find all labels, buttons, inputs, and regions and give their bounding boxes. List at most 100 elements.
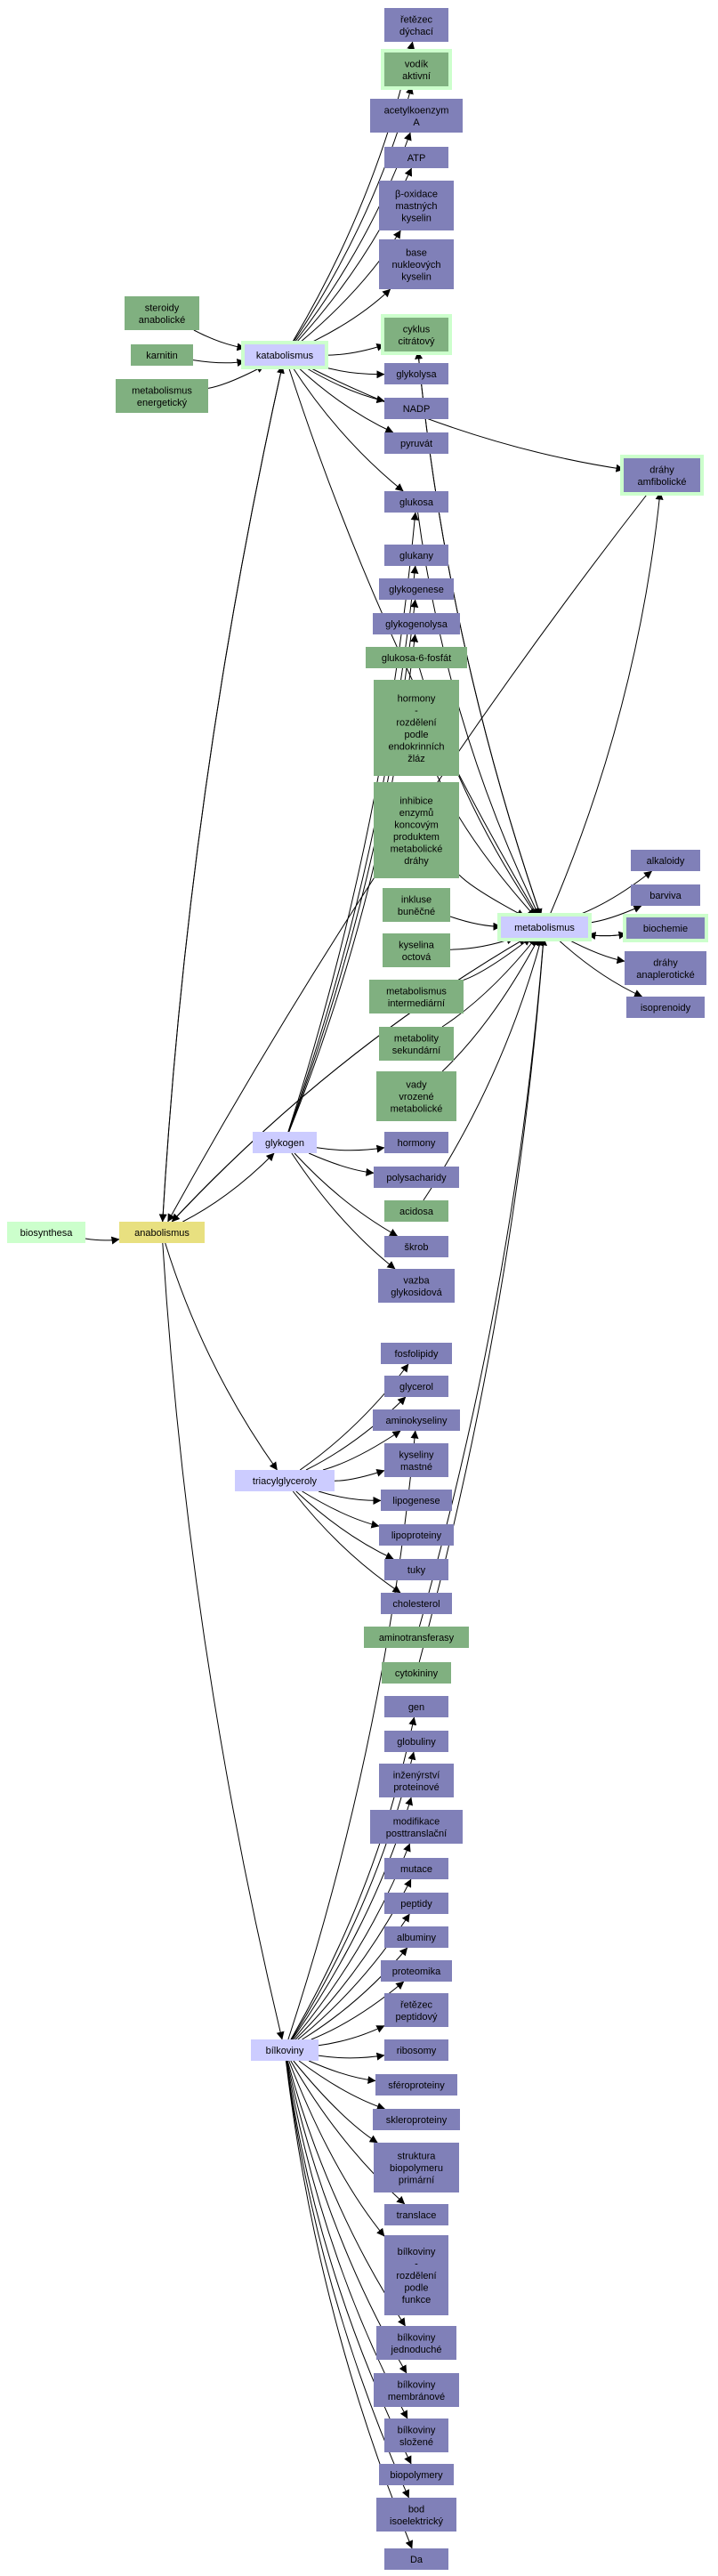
edge-bilkoviny-to-ribosomy — [318, 2052, 385, 2061]
node-isoprenoidy[interactable]: isoprenoidy — [626, 997, 705, 1018]
node-proteomika[interactable]: proteomika — [381, 1960, 452, 1982]
node-label-line: glykogenolysa — [385, 619, 448, 630]
node-label: cytokininy — [395, 1668, 439, 1679]
node-label-line: podle — [405, 2283, 429, 2294]
node-aminokyseliny[interactable]: aminokyseliny — [373, 1409, 460, 1431]
node-box — [373, 613, 460, 634]
node-triacylglyceroly[interactable]: triacylglyceroly — [235, 1470, 335, 1491]
node-cytokininy[interactable]: cytokininy — [382, 1662, 451, 1684]
node-glykogenolysa[interactable]: glykogenolysa — [373, 613, 460, 634]
node-fosfolipidy[interactable]: fosfolipidy — [381, 1343, 452, 1364]
node-mutace[interactable]: mutace — [384, 1858, 448, 1879]
node-aminotransferasy[interactable]: aminotransferasy — [364, 1627, 469, 1648]
node-hormony[interactable]: hormony — [384, 1132, 448, 1153]
node-peptidy[interactable]: peptidy — [384, 1893, 448, 1914]
node-label-line: řetězec — [400, 14, 433, 25]
node-glykogenese[interactable]: glykogenese — [379, 578, 454, 600]
node-nadp[interactable]: NADP — [384, 398, 448, 419]
node-label-line: glykolysa — [396, 369, 437, 380]
edge-glykogen-to-skrob — [294, 1152, 398, 1237]
node-label: karnitin — [146, 351, 177, 361]
node-biosynthesa[interactable]: biosynthesa — [7, 1222, 85, 1243]
node-glukany[interactable]: glukany — [384, 545, 448, 566]
node-glukosa[interactable]: glukosa — [384, 491, 448, 513]
node-alkaloidy[interactable]: alkaloidy — [631, 850, 700, 871]
node-bilkoviny[interactable]: bílkoviny — [251, 2039, 319, 2061]
node-label-line: acidosa — [399, 1207, 434, 1217]
node-box — [376, 2498, 456, 2532]
node-da[interactable]: Da — [384, 2548, 448, 2570]
node-glykolysa[interactable]: glykolysa — [384, 363, 448, 384]
node-acidosa[interactable]: acidosa — [384, 1200, 448, 1222]
edge-vady-vrozene-to-metabolismus — [441, 937, 540, 1072]
node-glycerol[interactable]: glycerol — [384, 1376, 448, 1397]
node-label-line: složené — [399, 2437, 433, 2448]
node-atp[interactable]: ATP — [384, 147, 448, 168]
node-box — [374, 2373, 459, 2407]
node-cholesterol[interactable]: cholesterol — [381, 1593, 452, 1614]
node-label-line: buněčné — [398, 907, 435, 917]
node-label-line: endokrinních — [389, 741, 445, 752]
node-tuky[interactable]: tuky — [384, 1559, 448, 1580]
node-ribosomy[interactable]: ribosomy — [384, 2039, 448, 2061]
node-box — [626, 917, 705, 939]
node-label-line: cholesterol — [392, 1599, 440, 1610]
node-skrob[interactable]: škrob — [384, 1236, 448, 1257]
node-lipoproteiny[interactable]: lipoproteiny — [379, 1524, 454, 1546]
node-label-line: peptidový — [395, 2012, 438, 2023]
node-gen[interactable]: gen — [384, 1696, 448, 1717]
node-label-line: metabolismus — [386, 986, 447, 997]
node-box — [119, 1222, 205, 1243]
node-biochemie[interactable]: biochemie — [623, 914, 708, 942]
node-glukosa-6-fosfat[interactable]: glukosa-6-fosfát — [366, 647, 467, 668]
node-katabolismus[interactable]: katabolismus — [241, 341, 328, 369]
node-lipogenese[interactable]: lipogenese — [381, 1490, 452, 1511]
node-label: gen — [408, 1702, 424, 1713]
node-translace[interactable]: translace — [384, 2204, 448, 2225]
node-label-line: škrob — [405, 1242, 429, 1253]
node-globuliny[interactable]: globuliny — [384, 1731, 448, 1752]
node-glykogen[interactable]: glykogen — [253, 1132, 317, 1153]
node-biopolymery[interactable]: biopolymery — [379, 2464, 454, 2485]
node-skleroproteiny[interactable]: skleroproteiny — [373, 2109, 460, 2130]
node-metabolismus[interactable]: metabolismus — [497, 913, 592, 941]
node-box — [626, 997, 705, 1018]
node-pyruvat[interactable]: pyruvát — [384, 432, 448, 454]
node-karnitin[interactable]: karnitin — [131, 344, 193, 366]
node-barviva[interactable]: barviva — [631, 884, 700, 906]
node-label-line: vazba — [403, 1275, 430, 1286]
node-polysacharidy[interactable]: polysacharidy — [374, 1167, 459, 1188]
node-albuminy[interactable]: albuminy — [384, 1926, 448, 1948]
node-anabolismus[interactable]: anabolismus — [119, 1222, 205, 1243]
node-sferoproteiny[interactable]: sféroproteiny — [375, 2074, 457, 2096]
